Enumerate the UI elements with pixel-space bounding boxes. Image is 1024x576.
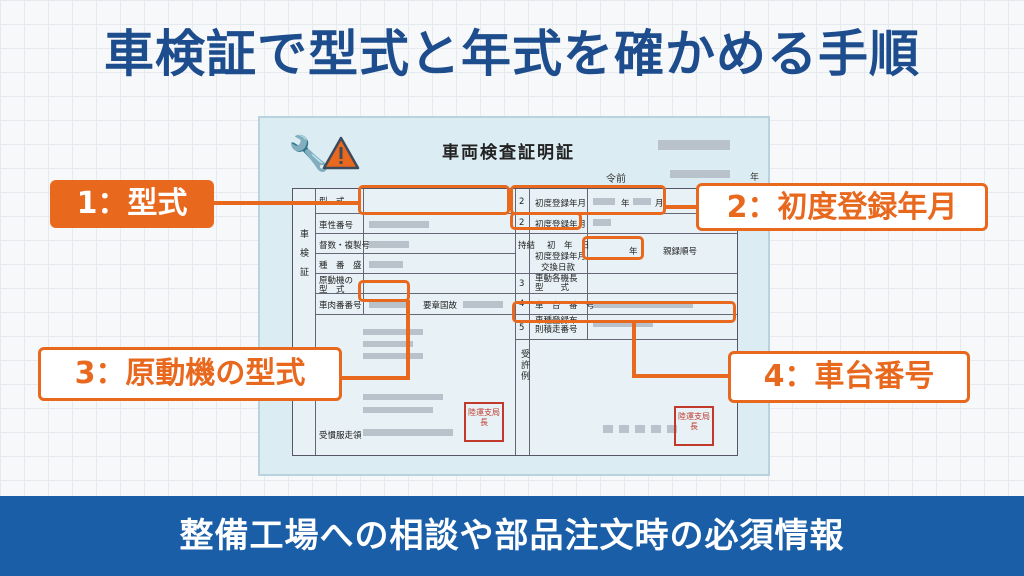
callout-chassis-number: 4：車台番号 bbox=[728, 351, 970, 403]
field-chassis-label: 車肉番番号 bbox=[319, 301, 362, 311]
callout-engine-model: 3：原動機の型式 bbox=[38, 347, 342, 401]
side-mark: 持結 bbox=[518, 241, 536, 251]
row-number: 4 bbox=[519, 299, 525, 309]
field-vehicle-number-label: 車性番号 bbox=[319, 221, 354, 231]
year-unit: 年 bbox=[621, 199, 630, 209]
highlight-first-registration-row2 bbox=[510, 212, 582, 230]
field-chassis-right-label: 車 台 番 号 bbox=[535, 301, 595, 311]
month-unit: 月 bbox=[655, 199, 664, 209]
connector-line bbox=[664, 205, 698, 209]
field-type-label: 種 番 盛 bbox=[319, 261, 362, 271]
connector-line bbox=[212, 201, 360, 205]
placeholder-bar bbox=[670, 170, 730, 178]
callout-model: 1：型式 bbox=[50, 180, 214, 228]
connector-line bbox=[340, 376, 410, 380]
vehicle-certificate: 車両検査証明証 令前 年 車検証 型 式 車性番号 督数・複製号 種 番 盛 原… bbox=[258, 116, 770, 476]
seal-stamp-icon: 陸運支局長 bbox=[464, 402, 504, 442]
field-serial-label: 親録順号 bbox=[663, 247, 698, 257]
row-number: 2 bbox=[519, 197, 525, 207]
connector-line bbox=[406, 300, 410, 380]
field-bottom-label: 受慣服走領 bbox=[319, 431, 362, 441]
year-unit: 年 bbox=[629, 247, 638, 257]
page-title: 車検証で型式と年式を確かめる手順 bbox=[104, 25, 920, 83]
field-status-label: 要章国故 bbox=[423, 301, 458, 311]
era-label: 令前 bbox=[606, 174, 626, 185]
field-exchange-label: 交換日款 bbox=[541, 263, 576, 273]
warning-icon bbox=[322, 136, 360, 170]
year-label: 年 bbox=[750, 173, 760, 183]
placeholder-bar bbox=[658, 140, 730, 150]
field-kind-label: 督数・複製号 bbox=[319, 241, 371, 251]
field-initial-b-label: 初度登録年月 bbox=[535, 252, 587, 262]
field-first-registration-label: 初度登録年月 bbox=[535, 199, 587, 209]
field-initial-label: 初 年 日 bbox=[547, 241, 590, 251]
field-remarks-label: 受許例 bbox=[519, 349, 529, 382]
field-engine-right-label: 車動各機長型 式 bbox=[535, 274, 578, 293]
row-number: 3 bbox=[519, 279, 525, 289]
side-label: 車検証 bbox=[298, 229, 308, 286]
certificate-title: 車両検査証明証 bbox=[442, 143, 575, 163]
field-engine-label: 原動機の型 式 bbox=[319, 276, 354, 295]
highlight-model bbox=[358, 185, 510, 215]
field-first-registration-b-label: 初度登録年月 bbox=[535, 220, 587, 230]
highlight-initial-year bbox=[582, 236, 644, 260]
row-number: 5 bbox=[519, 323, 525, 333]
highlight-chassis-number bbox=[512, 301, 736, 323]
footer-banner: 整備工場への相談や部品注文時の必須情報 bbox=[0, 496, 1024, 576]
connector-line bbox=[632, 374, 730, 378]
seal-stamp-icon: 陸運支局長 bbox=[674, 406, 714, 446]
highlight-first-registration bbox=[510, 185, 666, 215]
highlight-engine-model bbox=[358, 280, 410, 302]
row-number: 2 bbox=[519, 218, 525, 228]
connector-line bbox=[632, 322, 636, 378]
callout-first-registration: 2：初度登録年月 bbox=[696, 183, 988, 231]
